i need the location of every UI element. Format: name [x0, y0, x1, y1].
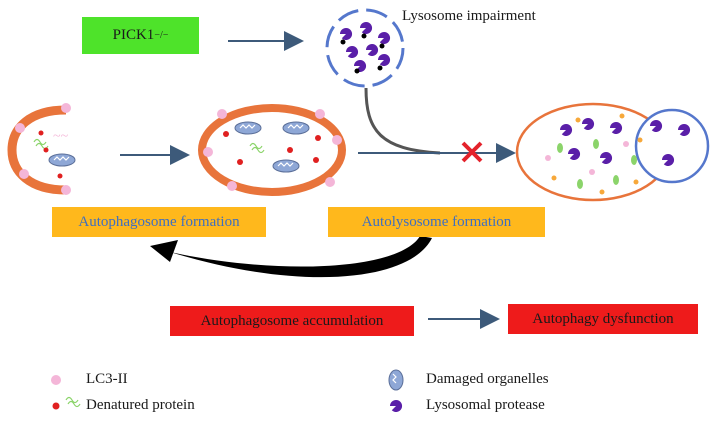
lysosome-connector [364, 87, 441, 155]
blocked-cross-icon [461, 141, 483, 163]
lysosome-impairment-label: Lysosome impairment [402, 8, 536, 24]
legend-protease-label: Lysosomal protease [426, 397, 545, 413]
legend-denatured-label: Denatured protein [86, 397, 195, 413]
autolysosome-formation-box: Autolysosome formation [328, 207, 545, 237]
legend-protease-icon [390, 399, 403, 412]
pick1-superscript: −/− [154, 30, 169, 41]
autolysosome [515, 102, 710, 202]
legend-damaged-label: Damaged organelles [426, 371, 549, 387]
pick1-label: PICK1 [112, 27, 155, 43]
legend-lc3-label: LC3-II [86, 371, 128, 387]
impaired-lysosome [325, 8, 405, 88]
autophagosome-formation-box: Autophagosome formation [52, 207, 266, 237]
autophagy-dysfunction-box: Autophagy dysfunction [508, 304, 698, 334]
legend-organelle-icon [388, 369, 404, 391]
pick1-knockout-box: PICK1−/− [82, 17, 199, 54]
legend-denatured-dot-icon [52, 402, 60, 410]
feedback-arrow [150, 236, 432, 278]
phagophore: ~~ [7, 103, 76, 195]
legend-lc3-icon [51, 375, 61, 385]
autophagosome-accumulation-box: Autophagosome accumulation [170, 306, 414, 336]
autophagosome [198, 104, 346, 196]
legend-denatured-squiggle-icon [65, 396, 81, 408]
svg-text:~~: ~~ [53, 129, 69, 144]
